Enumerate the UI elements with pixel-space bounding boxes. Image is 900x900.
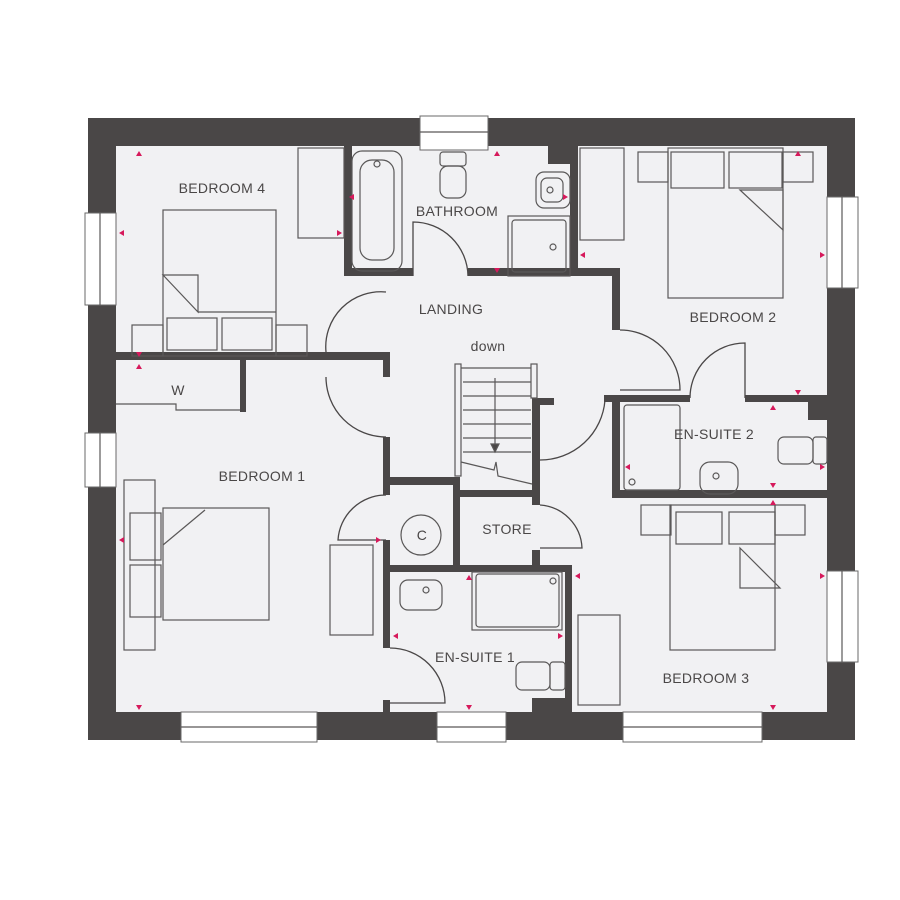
- furniture: [116, 147, 828, 706]
- doors: [325, 221, 746, 704]
- windows: [84, 115, 859, 743]
- room-label-bedroom-2: BEDROOM 2: [690, 309, 777, 325]
- room-label-en-suite-2: EN-SUITE 2: [674, 426, 754, 442]
- measurement-markers: [119, 151, 825, 710]
- floor-area: [110, 140, 832, 718]
- room-label-wardrobe: W: [171, 382, 185, 398]
- room-label-store: STORE: [482, 521, 531, 537]
- stairs-direction-label: down: [471, 338, 506, 354]
- room-label-en-suite-1: EN-SUITE 1: [435, 649, 515, 665]
- room-label-bedroom-3: BEDROOM 3: [663, 670, 750, 686]
- room-label-cylinder: C: [417, 527, 427, 543]
- room-label-bathroom: BATHROOM: [416, 203, 498, 219]
- room-label-landing: LANDING: [419, 301, 483, 317]
- cylinder-symbol: [400, 514, 442, 556]
- room-label-bedroom-1: BEDROOM 1: [219, 468, 306, 484]
- room-label-bedroom-4: BEDROOM 4: [179, 180, 266, 196]
- staircase: [454, 363, 538, 485]
